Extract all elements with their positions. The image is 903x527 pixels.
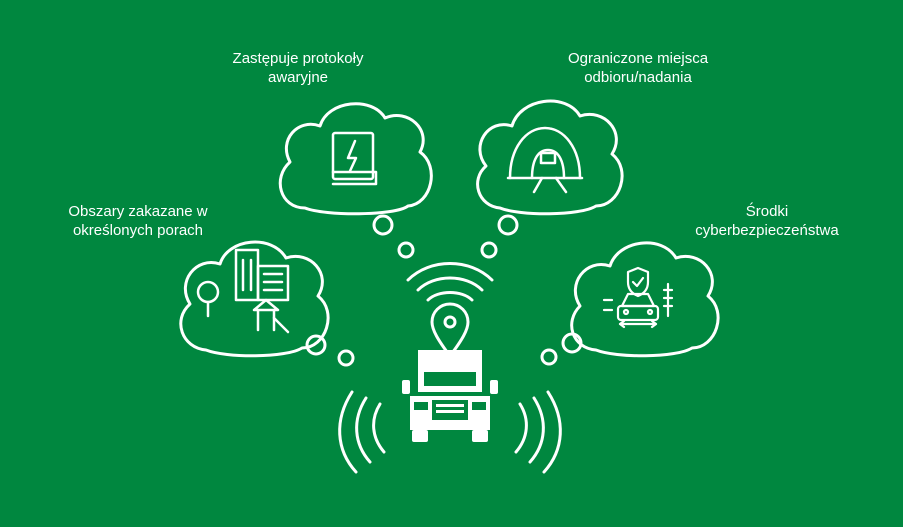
city-park-icon (196, 248, 290, 334)
cloud-zones (179, 240, 355, 367)
connected-truck-icon (338, 262, 562, 474)
cloud-cyber (540, 241, 720, 366)
tunnel-icon (506, 126, 584, 194)
label-replaces-protocols: Zastępuje protokoły awaryjne (232, 50, 364, 86)
label-limited-pickup: Ograniczone miejsca odbioru/nadania (567, 50, 709, 86)
label-restricted-zones: Obszary zakazane w określonych porach (68, 203, 208, 239)
cloud-protocols (278, 102, 433, 259)
truck-icon (402, 350, 498, 442)
location-pin-icon (430, 302, 470, 358)
shielded-car-icon (602, 266, 674, 329)
manual-book-icon (331, 131, 378, 186)
label-cybersecurity: Środki cyberbezpieczeństwa (695, 203, 839, 239)
cloud-pickup (476, 99, 624, 259)
